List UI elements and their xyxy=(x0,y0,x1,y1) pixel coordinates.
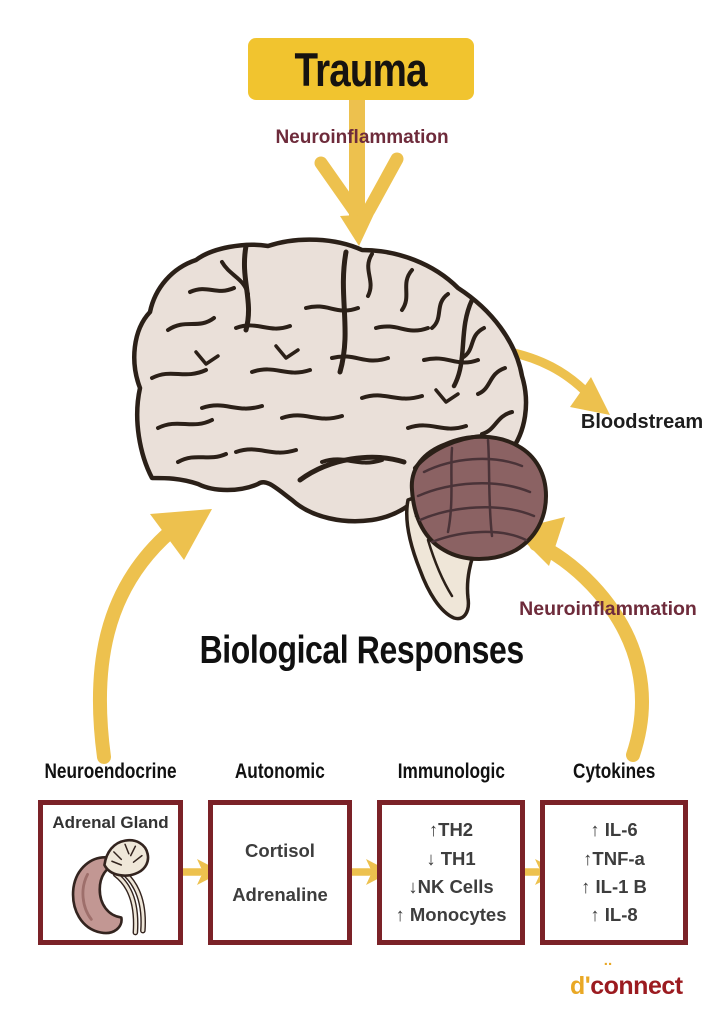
logo-o-accent-icon: ¨ xyxy=(604,960,612,982)
box-item: ↑ IL-8 xyxy=(590,904,638,926)
box-item: ↑TH2 xyxy=(428,819,474,841)
logo-rest: nnect xyxy=(618,972,683,1000)
box-item: ↑ IL-6 xyxy=(590,819,638,841)
box-item: ↑ IL-1 B xyxy=(581,876,647,897)
neuroinflammation-top-label: Neuroinflammation xyxy=(275,127,449,148)
box-item: ↑ Monocytes xyxy=(395,904,507,926)
brain-illustration xyxy=(132,237,548,621)
box-item: ↑TNF-a xyxy=(583,847,645,869)
logo-prefix: d' xyxy=(570,972,591,1000)
logo-o: o xyxy=(603,972,619,1000)
box-item: ↓ TH1 xyxy=(426,847,476,869)
box-item: Cortisol xyxy=(245,840,315,862)
box-item: ↓NK Cells xyxy=(408,876,494,897)
brand-logo: d'co¨ nnect xyxy=(570,960,683,1001)
box-item: Adrenaline xyxy=(232,883,328,905)
section-title: Biological Responses xyxy=(199,629,525,672)
column-heading-autonomic: Autonomic xyxy=(235,760,325,783)
left-curved-arrow-icon xyxy=(92,509,212,764)
adrenal-gland-label: Adrenal Gland xyxy=(52,813,169,832)
column-heading-cytokines: Cytokines xyxy=(572,760,656,783)
logo-c: c xyxy=(590,972,604,1000)
down-arrow-icon xyxy=(314,100,404,246)
column-heading-neuroendocrine: Neuroendocrine xyxy=(44,760,177,783)
section-title-wrap: Biological Responses xyxy=(160,629,564,673)
cytokines-box: ↑ IL-6 ↑TNF-a ↑ IL-1 B ↑ IL-8 xyxy=(540,800,688,945)
autonomic-box: Cortisol Adrenaline xyxy=(208,800,352,945)
bloodstream-label: Bloodstream xyxy=(580,411,704,433)
neuroendocrine-box: Adrenal Gland xyxy=(38,800,183,945)
adrenal-gland-illustration xyxy=(71,838,149,936)
trauma-title: Trauma xyxy=(294,42,428,96)
column-heading-immunologic: Immunologic xyxy=(397,760,505,783)
trauma-sign: Trauma xyxy=(248,38,474,100)
neuroinflammation-right-label: Neuroinflammation xyxy=(519,598,697,620)
immunologic-box: ↑TH2 ↓ TH1 ↓NK Cells ↑ Monocytes xyxy=(377,800,525,945)
